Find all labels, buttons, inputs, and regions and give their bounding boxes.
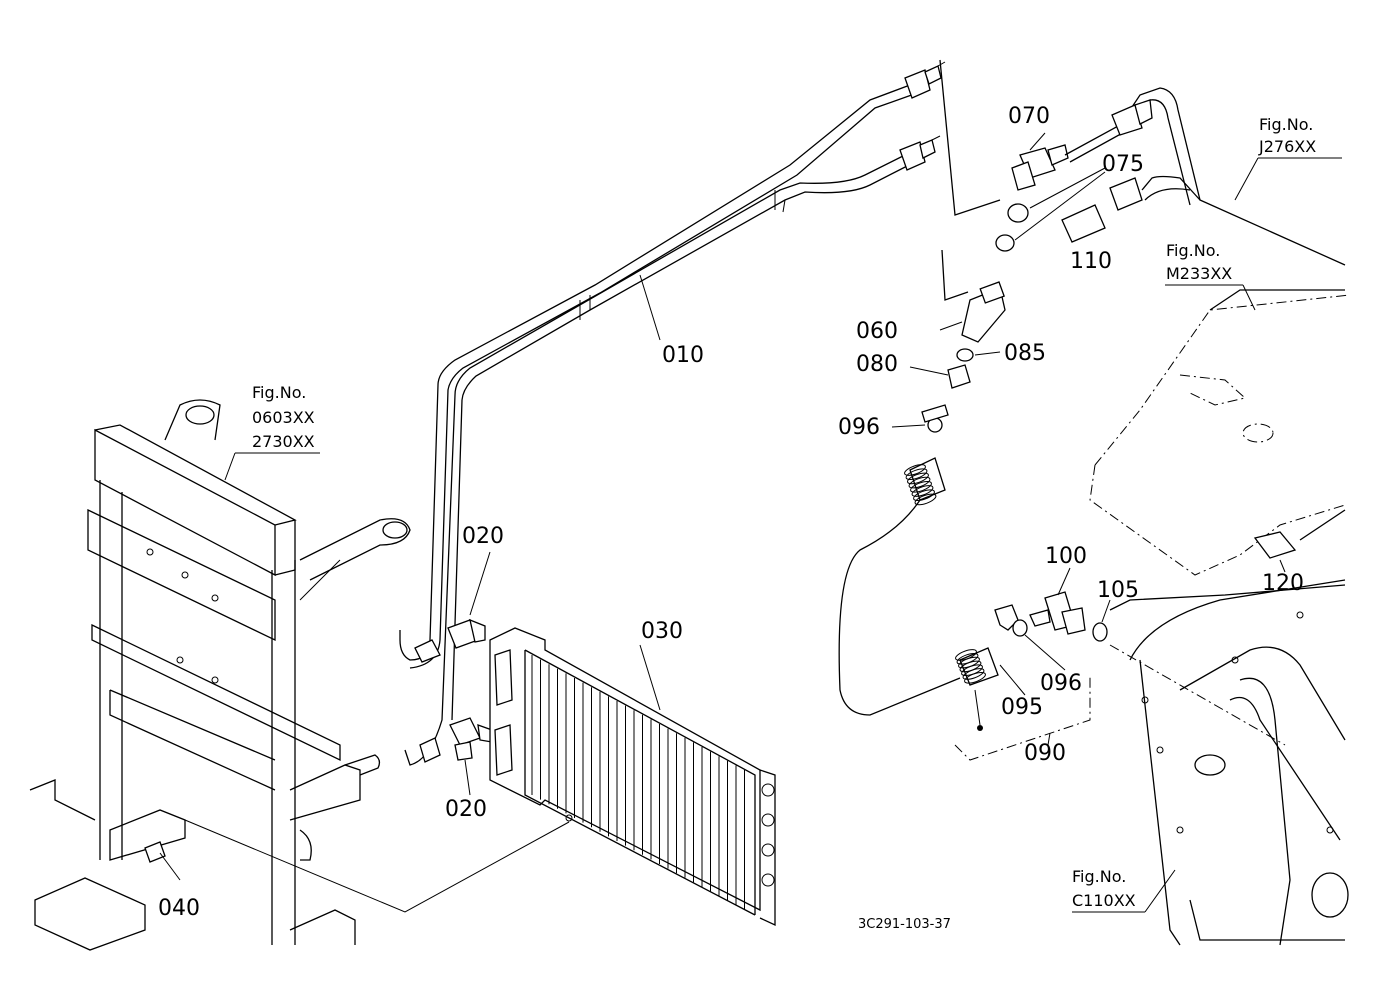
figref-m233-title: Fig.No. [1166,241,1220,260]
label-020-top: 020 [462,524,504,549]
frame-assembly [29,399,411,951]
hose-spring-coil [907,472,929,485]
label-095: 095 [1001,695,1043,720]
hose-spring-coil [908,476,931,489]
hose-spring-coil [962,668,985,680]
hose-spring-coil [905,468,928,481]
label-080: 080 [856,352,898,377]
hose-spring-coil [911,485,934,497]
figref-j276-title: Fig.No. [1259,115,1313,134]
label-100: 100 [1045,544,1087,569]
hose-spring-coil [913,489,935,502]
label-040: 040 [158,896,200,921]
hose-spring-coil [910,480,932,493]
figref-c110-code: C110XX [1072,891,1136,910]
label-110: 110 [1070,249,1112,274]
part-labels: 010 020 020 030 040 060 070 075 080 085 … [158,104,1304,921]
label-020-bottom: 020 [445,797,487,822]
figref-m233-code: M233XX [1166,264,1232,283]
label-010: 010 [662,343,704,368]
transmission-case [1072,157,1351,946]
label-090: 090 [1024,741,1066,766]
label-120: 120 [1262,571,1304,596]
figure-references: Fig.No. J276XX Fig.No. M233XX Fig.No. 06… [252,115,1316,910]
figref-j276-code: J276XX [1258,137,1316,156]
hose-spring-coil [914,493,937,506]
hose-spring-coil [964,671,986,684]
label-070: 070 [1008,104,1050,129]
drawing-code: 3C291-103-37 [858,917,951,932]
figref-c110-title: Fig.No. [1072,867,1126,886]
label-030: 030 [641,619,683,644]
label-096-top: 096 [838,415,880,440]
label-096-bottom: 096 [1040,671,1082,696]
figref-frame-title: Fig.No. [252,383,306,402]
hose-spring-coil [904,464,926,476]
pipe-010 [399,61,946,766]
elbow-020 [447,551,493,796]
label-060: 060 [856,319,898,344]
valve-fittings [838,59,1346,761]
label-105: 105 [1097,578,1139,603]
label-085: 085 [1004,341,1046,366]
figref-frame-code1: 0603XX [252,408,315,427]
label-075: 075 [1102,152,1144,177]
oil-cooler-030 [184,627,776,927]
figref-frame-code2: 2730XX [252,432,315,451]
